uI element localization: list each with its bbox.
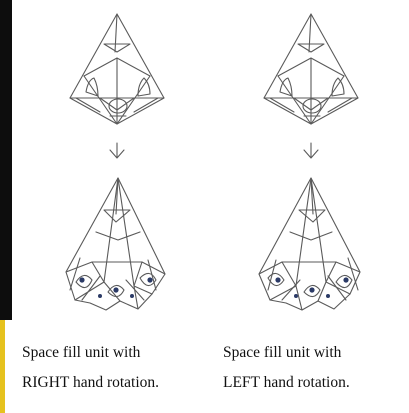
caption-line-2: LEFT hand rotation. [223,368,409,398]
top-right-pyramid [264,14,358,124]
caption-line-1: Space fill unit with [22,338,222,368]
top-left-pyramid [70,14,164,124]
down-arrow-icon-left [110,143,124,158]
down-arrow-icon-right [304,143,318,158]
caption-left-hand-rotation: Space fill unit with LEFT hand rotation. [223,338,409,398]
caption-line-1: Space fill unit with [223,338,409,368]
caption-right-hand-rotation: Space fill unit with RIGHT hand rotation… [22,338,222,398]
caption-line-2: RIGHT hand rotation. [22,368,222,398]
